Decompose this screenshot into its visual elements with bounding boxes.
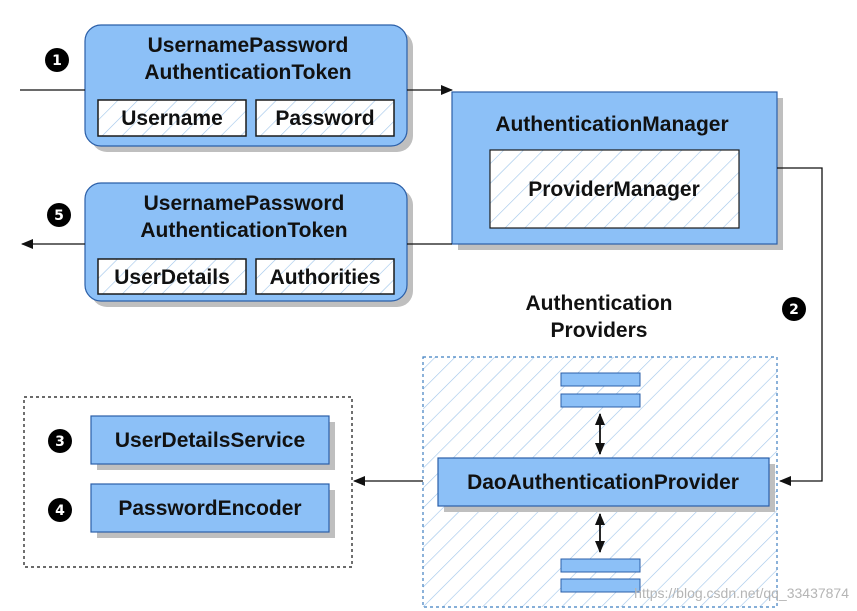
- userdetails-label: UserDetails: [114, 266, 230, 289]
- step-1-number: 1: [52, 53, 62, 69]
- authorities-label: Authorities: [270, 266, 381, 289]
- username-field: [97, 99, 247, 137]
- provider-manager-label: ProviderManager: [528, 178, 700, 201]
- step-2-number: 2: [789, 302, 799, 318]
- authentication-providers-region: DaoAuthenticationProvider: [422, 356, 778, 608]
- step-5-badge: 5: [47, 203, 71, 227]
- output-token-title-line1: UsernamePassword: [144, 192, 345, 215]
- user-details-service-label: UserDetailsService: [115, 429, 305, 452]
- authentication-manager: AuthenticationManager ProviderManager: [451, 91, 783, 250]
- manager-to-dao-arrow: [777, 167, 823, 486]
- provider-stub: [560, 558, 641, 573]
- step-4-badge: 4: [48, 498, 72, 522]
- provider-stub: [560, 372, 641, 387]
- step-1-badge: 1: [45, 48, 69, 72]
- userdetails-field: [97, 258, 247, 295]
- input-token-title-line2: AuthenticationToken: [144, 61, 351, 84]
- step-3-number: 3: [55, 434, 65, 450]
- provider-stub: [560, 578, 641, 593]
- dao-authentication-provider: [437, 457, 770, 507]
- provider-manager: [489, 149, 740, 229]
- dao-authentication-provider-label: DaoAuthenticationProvider: [467, 471, 739, 494]
- authentication-manager-title: AuthenticationManager: [495, 113, 728, 136]
- output-token-title-line2: AuthenticationToken: [140, 219, 347, 242]
- authorities-field: [255, 258, 395, 295]
- input-authentication-token: UsernamePassword AuthenticationToken Use…: [84, 24, 413, 152]
- output-authentication-token: UsernamePassword AuthenticationToken Use…: [84, 182, 413, 307]
- password-encoder-label: PasswordEncoder: [118, 497, 301, 520]
- step-3-badge: 3: [48, 429, 72, 453]
- step-4-number: 4: [55, 503, 65, 519]
- username-label: Username: [121, 107, 223, 130]
- authentication-providers-label-line1: Authentication: [526, 292, 673, 315]
- step-5-number: 5: [54, 208, 64, 224]
- services-group: UserDetailsService PasswordEncoder: [23, 396, 353, 568]
- provider-stub: [560, 393, 641, 408]
- watermark-text: https://blog.csdn.net/qq_33437874: [634, 585, 849, 601]
- user-details-service: [90, 415, 330, 465]
- step-2-badge: 2: [782, 297, 806, 321]
- password-field: [255, 99, 395, 137]
- password-encoder: [90, 483, 330, 533]
- password-label: Password: [275, 107, 374, 130]
- input-token-title-line1: UsernamePassword: [148, 34, 349, 57]
- authentication-providers-label-line2: Providers: [551, 319, 648, 342]
